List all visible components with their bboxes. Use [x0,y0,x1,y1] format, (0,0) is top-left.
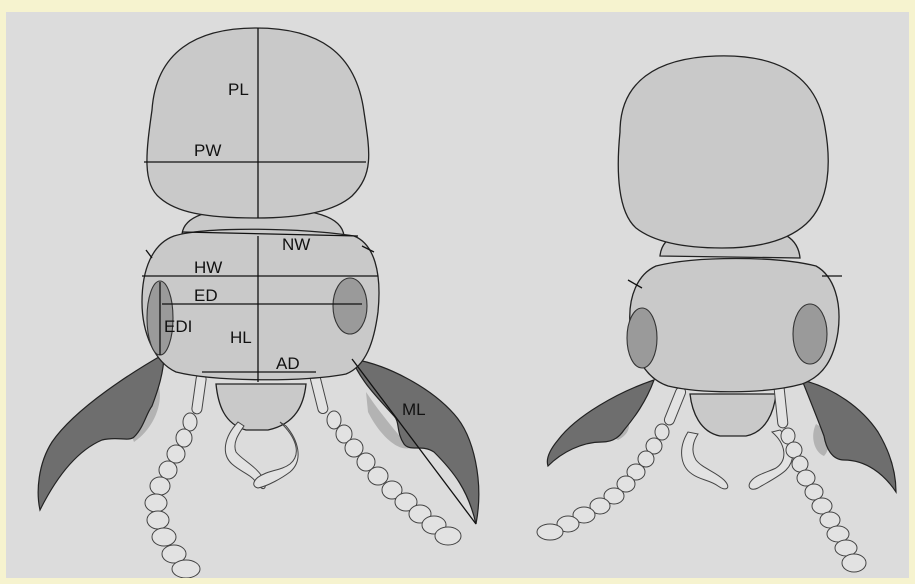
right-specimen [537,56,896,572]
left-mandible-left [38,354,164,510]
label-ml: ML [402,400,426,419]
beetle-figure: PL PW NW HW ED EDI HL AD ML [6,12,909,578]
label-edi: EDI [164,317,192,336]
left-eye-right [333,278,367,334]
label-hw: HW [194,258,222,277]
right-palps [682,430,793,489]
left-palps [225,422,298,489]
label-pw: PW [194,141,221,160]
left-labrum [216,384,306,430]
right-labrum [690,394,776,436]
left-head-seta-left [146,250,152,258]
right-mandible-left [547,380,654,466]
figure-canvas: PL PW NW HW ED EDI HL AD ML [6,12,909,578]
label-nw: NW [282,235,310,254]
right-pronotum [618,56,828,248]
right-eye-left [627,308,657,368]
label-ed: ED [194,286,218,305]
right-mandible-right [802,380,896,492]
label-pl: PL [228,80,249,99]
label-ad: AD [276,354,300,373]
left-specimen: PL PW NW HW ED EDI HL AD ML [38,28,479,578]
right-eye-right [793,304,827,364]
label-hl: HL [230,328,252,347]
